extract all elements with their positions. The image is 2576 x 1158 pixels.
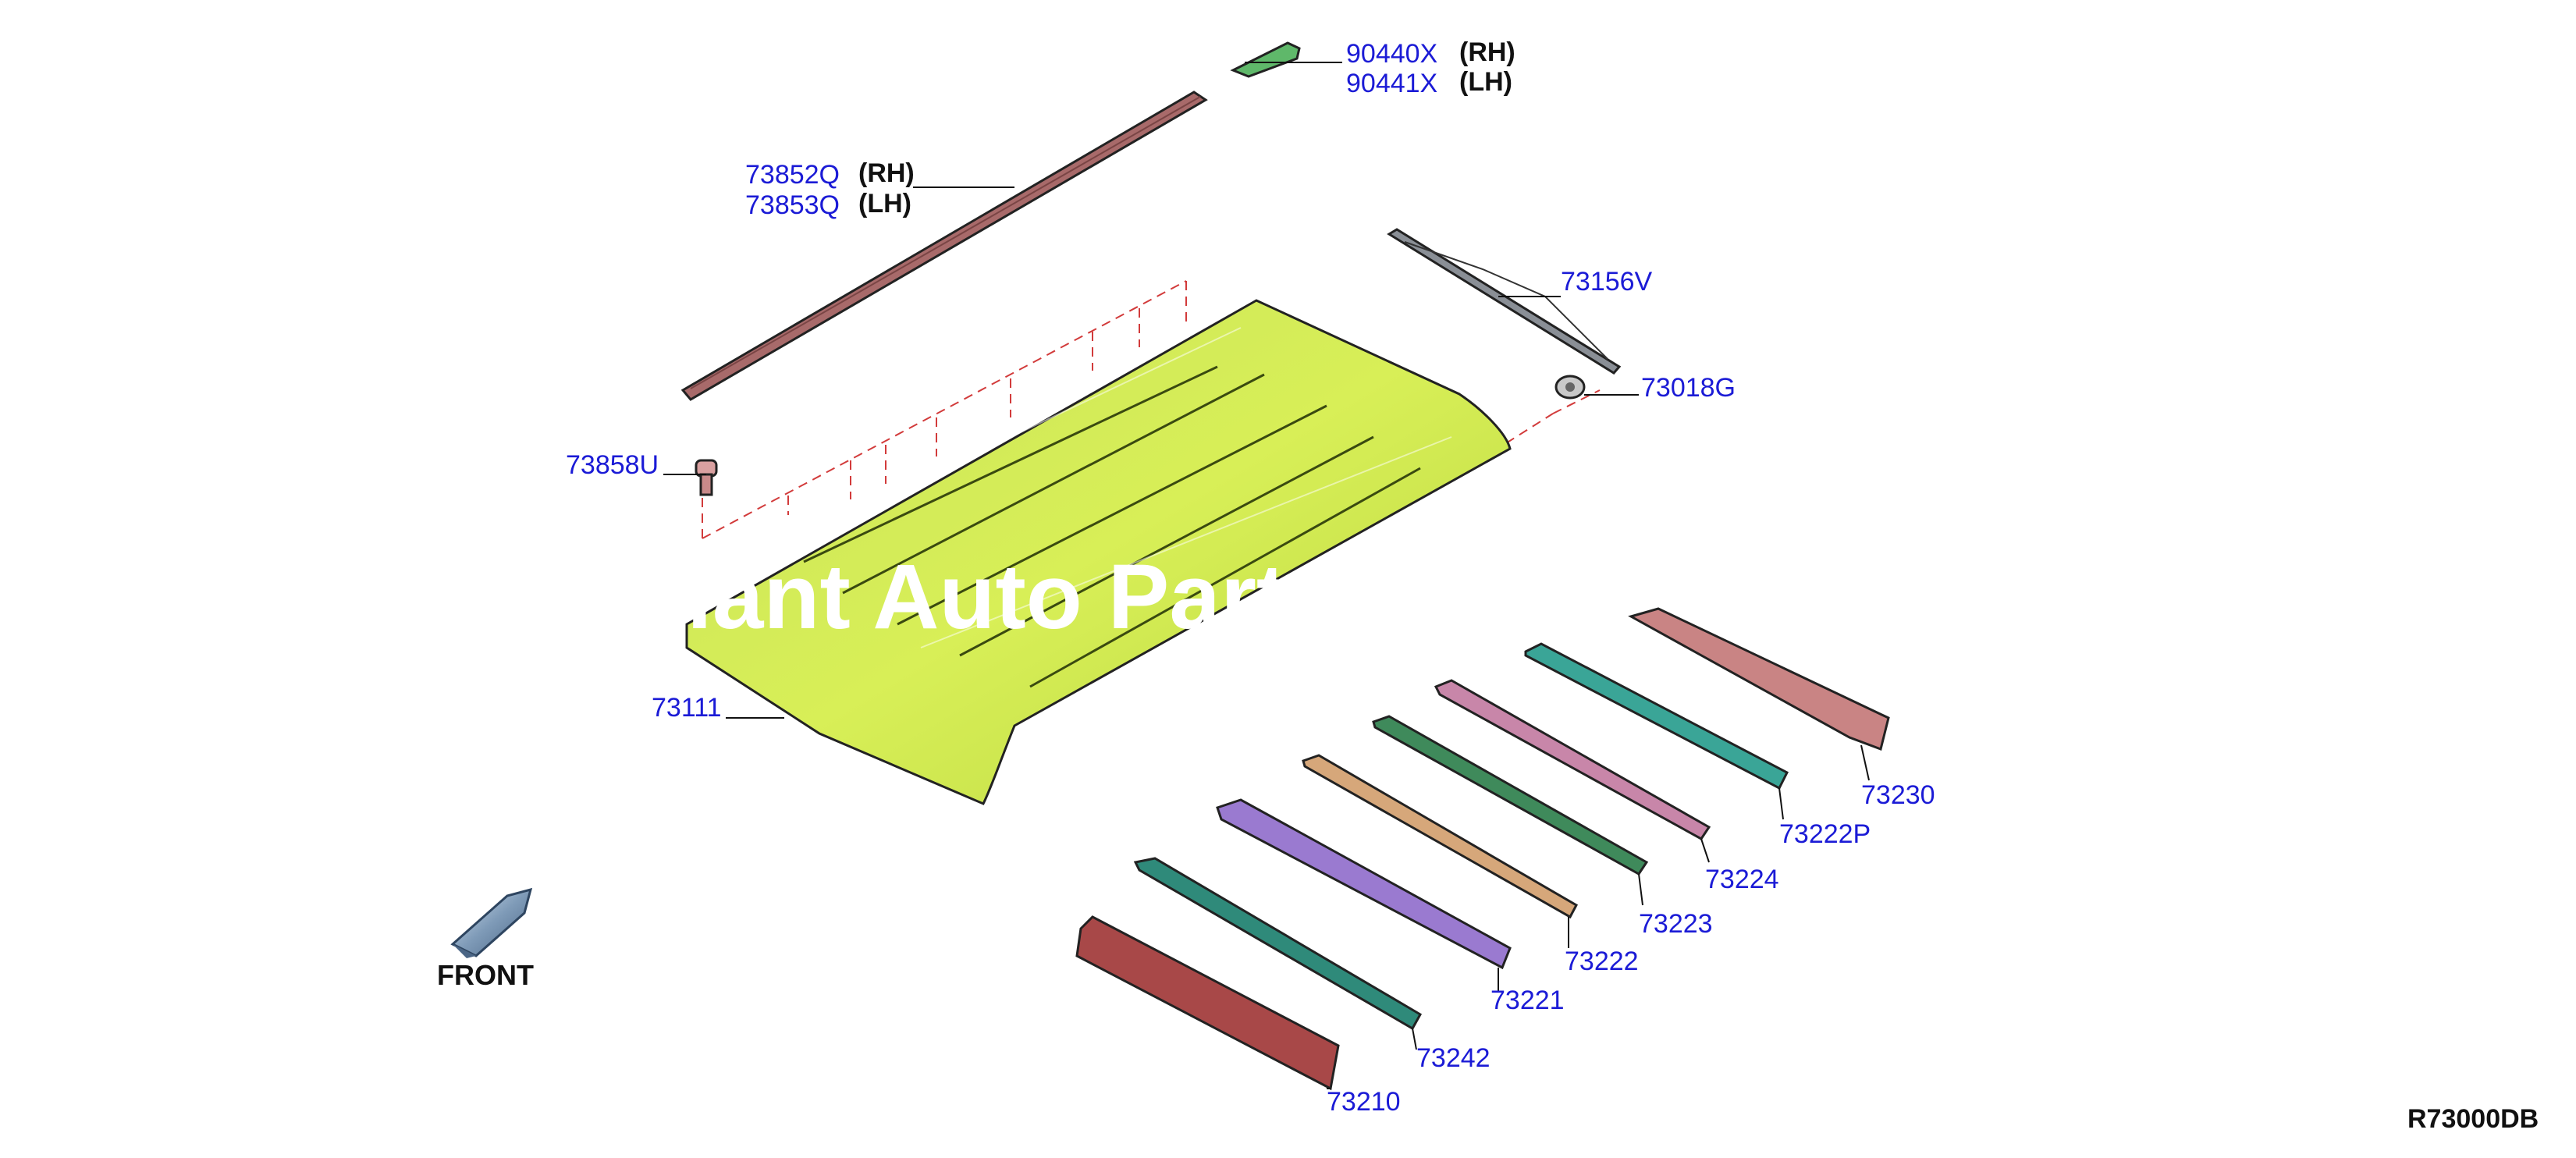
roof-molding: [1387, 228, 1622, 375]
label-73222p: 73222P: [1779, 819, 1871, 849]
label-73230: 73230: [1861, 780, 1935, 810]
label-73852q: 73852Q: [745, 160, 840, 190]
bow-73222: [1302, 754, 1579, 919]
bow-73223: [1372, 715, 1649, 876]
label-73853q: 73853Q: [745, 190, 840, 220]
watermark-text: iant Auto Part: [687, 545, 1287, 648]
label-lh-1: (LH): [1459, 67, 1512, 97]
front-arrow-icon: [450, 887, 533, 958]
label-73111: 73111: [652, 693, 722, 723]
label-73224: 73224: [1705, 865, 1779, 894]
label-73018g: 73018G: [1641, 373, 1736, 403]
roof-panel: [685, 299, 1512, 805]
projection-dashes: [702, 280, 1601, 539]
label-rh-1: (RH): [1459, 37, 1515, 67]
label-73242: 73242: [1416, 1043, 1491, 1073]
label-73156v: 73156V: [1561, 267, 1653, 297]
label-73222: 73222: [1565, 947, 1639, 976]
clip-73018g: [1554, 375, 1586, 400]
clip-73858u: [695, 459, 718, 496]
label-73858u: 73858U: [566, 450, 659, 480]
bow-73230: [1628, 607, 1890, 751]
front-label: FRONT: [437, 959, 534, 991]
roof-side-rail: [680, 91, 1208, 401]
bow-73224: [1434, 679, 1711, 840]
label-90440x: 90440X: [1346, 39, 1437, 69]
cross-members: [1075, 607, 1890, 1091]
bow-73210: [1075, 915, 1340, 1091]
diagram-reference-code: R73000DB: [2407, 1104, 2539, 1134]
bow-73221: [1216, 798, 1512, 970]
label-73223: 73223: [1639, 909, 1713, 939]
molding-end-clip: [1230, 41, 1301, 78]
leader-lines: [663, 62, 1870, 1089]
label-lh-2: (LH): [858, 189, 911, 218]
label-73210: 73210: [1327, 1087, 1401, 1117]
bow-73242: [1133, 857, 1423, 1031]
label-73221: 73221: [1491, 986, 1565, 1015]
label-90441x: 90441X: [1346, 69, 1437, 98]
label-rh-2: (RH): [858, 158, 915, 188]
bow-73222p: [1524, 642, 1789, 790]
